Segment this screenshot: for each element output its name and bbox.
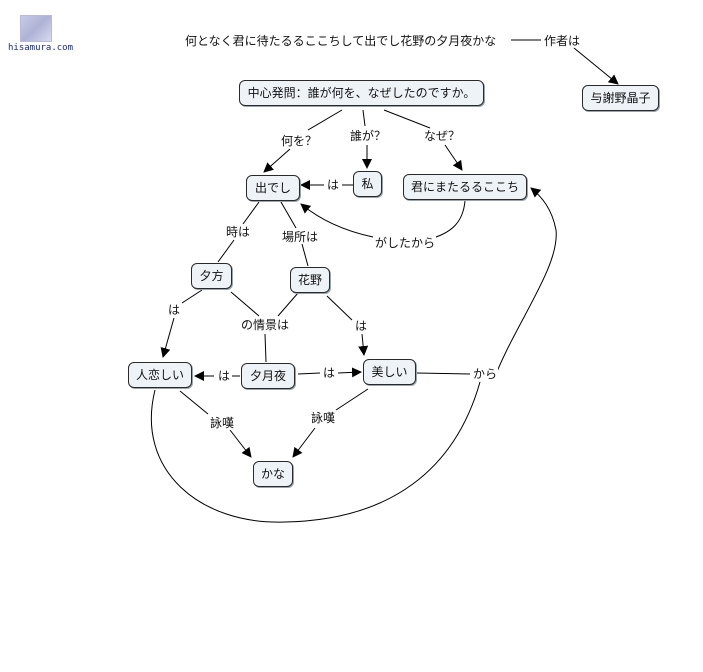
node-kimi-ni-mataruru-kokochi[interactable]: 君にまたるるここち <box>403 174 527 200</box>
link-label-naze: なぜ？ <box>423 129 462 143</box>
node-utsukushii[interactable]: 美しい <box>363 359 416 385</box>
node-central-question[interactable]: 中心発問：誰が何を、なぜしたのですか。 <box>239 80 484 106</box>
site-logo-image <box>20 15 52 42</box>
node-author[interactable]: 与謝野晶子 <box>582 85 659 111</box>
edge-hitokoishii-to-eitan <box>179 390 209 415</box>
edge-jiwa-to-yuugata <box>217 239 235 263</box>
edge-ha-to-hitokoishii <box>160 317 175 358</box>
link-label-naniwo: 何を？ <box>280 134 319 148</box>
edge-question-to-naniwo <box>307 109 343 131</box>
node-yuugata[interactable]: 夕方 <box>191 263 232 289</box>
link-label-jokei: の情景は <box>240 318 291 332</box>
edge-bashowa-to-hanano <box>301 243 309 267</box>
link-label-ha-left: は <box>217 369 232 383</box>
site-logo-text: hisamura.com <box>8 43 74 53</box>
node-kana[interactable]: かな <box>253 461 293 487</box>
edge-eitan-to-kana-left <box>229 429 252 458</box>
edge-hanano-to-ha <box>326 295 353 321</box>
edge-naze-to-kimi <box>444 144 463 171</box>
edge-eitan-to-kana-right <box>292 427 316 458</box>
node-watashi[interactable]: 私 <box>353 171 382 197</box>
node-hitokoishii[interactable]: 人恋しい <box>128 362 192 388</box>
link-label-ha-watashi: は <box>326 178 341 192</box>
edge-ha-to-utsukushii <box>358 333 369 356</box>
link-label-ha-right: は <box>322 366 337 380</box>
link-label-bashowa: 場所は <box>281 230 320 244</box>
poem-text: 何となく君に待たるるここちして出でし花野の夕月夜かな <box>185 34 497 48</box>
link-label-ha-hanano: は <box>354 319 369 333</box>
edge-ha-right-to-utsukushii <box>337 367 362 378</box>
edge-sakusha-to-author <box>573 47 619 85</box>
edge-yuzukiyo-to-ha-right <box>297 372 321 375</box>
link-label-kara: から <box>472 367 499 381</box>
link-label-jiwa: 時は <box>225 225 252 239</box>
link-label-gashitakara: がしたから <box>374 236 437 250</box>
edge-kara-to-kimi <box>495 187 557 375</box>
edge-naniwo-to-ideshi <box>263 148 291 173</box>
link-label-sakusha: 作者は <box>544 34 581 48</box>
edge-gashitakara-to-ideshi <box>300 203 374 238</box>
link-label-darega: 誰が？ <box>349 129 388 143</box>
edge-yuugata-to-jokei <box>230 291 260 317</box>
edge-utsukushii-to-kara <box>416 372 471 375</box>
edge-ideshi-to-bashowa <box>280 201 297 229</box>
edge-ideshi-to-jiwa <box>242 201 260 225</box>
node-ideshi[interactable]: 出でし <box>246 175 300 201</box>
edge-question-to-naze <box>383 109 431 129</box>
node-yuzukiyo[interactable]: 夕月夜 <box>241 363 295 389</box>
edge-jokei-to-yuzukiyo <box>264 333 267 363</box>
edge-hitokoishii-loop-to-kara <box>150 381 481 523</box>
node-hanano[interactable]: 花野 <box>290 267 330 293</box>
edge-question-to-darega <box>362 109 366 127</box>
link-label-eitan-right: 詠嘆 <box>310 411 337 425</box>
edge-hanano-to-jokei <box>277 292 299 317</box>
edge-utsukushii-to-eitan <box>335 388 369 411</box>
link-label-ha-yuugata: は <box>167 303 182 317</box>
edge-kimi-to-gashitakara <box>432 200 466 239</box>
link-label-eitan-left: 詠嘆 <box>209 416 236 430</box>
edge-yuugata-to-ha <box>181 289 203 304</box>
